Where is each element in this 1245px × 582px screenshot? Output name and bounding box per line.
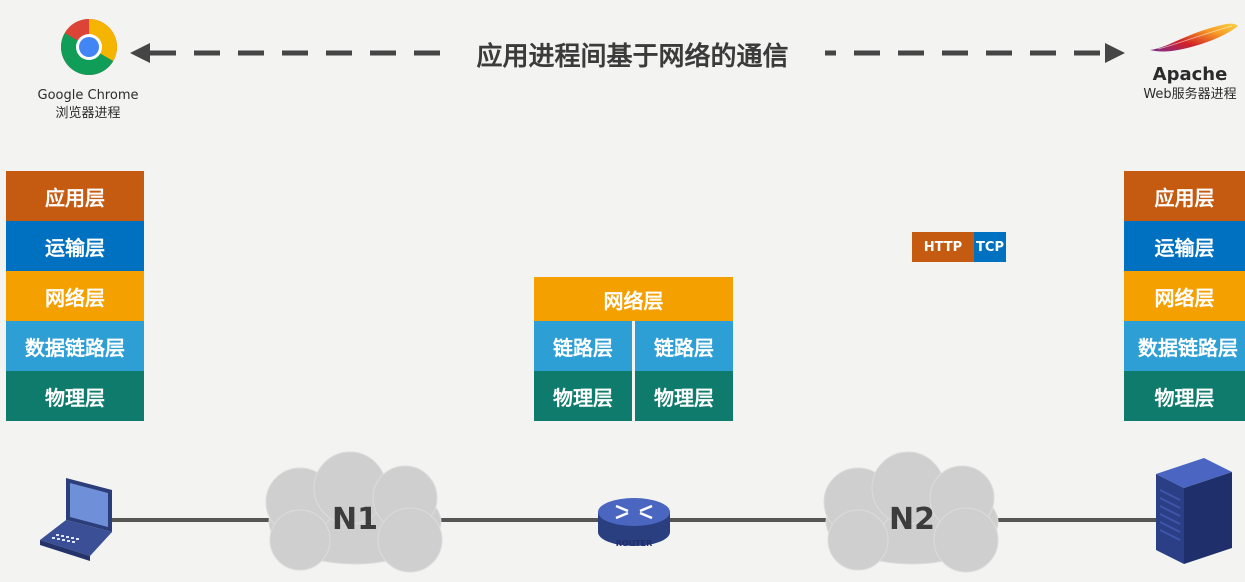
router-network-layer: 网络层 (534, 277, 733, 321)
client-physical-layer: 物理层 (6, 371, 144, 421)
client-protocol-stack: 应用层 运输层 网络层 数据链路层 物理层 (6, 171, 144, 421)
server-app-subtitle: Web服务器进程 (1143, 87, 1237, 102)
server-app-name: Apache (1152, 64, 1228, 85)
cloud-n1-label: N1 (332, 502, 378, 537)
server-network-layer: 网络层 (1124, 271, 1245, 321)
chrome-logo-icon (60, 19, 118, 76)
cloud-n2 (823, 451, 999, 573)
router-icon (598, 498, 670, 546)
cloud-n2-label: N2 (889, 502, 935, 537)
tcp-header-block: TCP (974, 232, 1006, 262)
apache-feather-icon (1150, 23, 1238, 52)
server-process-label: Apache Web服务器进程 (1132, 64, 1245, 104)
cloud-n1 (265, 451, 443, 573)
server-tower-icon (1156, 458, 1232, 564)
router-link-layer-left: 链路层 (534, 321, 632, 371)
server-physical-layer: 物理层 (1124, 371, 1245, 421)
router-physical-layer-right: 物理层 (635, 371, 733, 421)
client-process-label: Google Chrome 浏览器进程 (20, 87, 156, 123)
client-app-subtitle: 浏览器进程 (55, 106, 121, 121)
page-title: 应用进程间基于网络的通信 (440, 34, 825, 74)
server-datalink-layer: 数据链路层 (1124, 321, 1245, 371)
laptop-icon (40, 478, 112, 561)
router-physical-layer-left: 物理层 (534, 371, 632, 421)
client-transport-layer: 运输层 (6, 221, 144, 271)
client-application-layer: 应用层 (6, 171, 144, 221)
server-transport-layer: 运输层 (1124, 221, 1245, 271)
network-topology (40, 451, 1232, 573)
client-datalink-layer: 数据链路层 (6, 321, 144, 371)
client-network-layer: 网络层 (6, 271, 144, 321)
server-protocol-stack: 应用层 运输层 网络层 数据链路层 物理层 (1124, 171, 1245, 421)
router-link-layer-right: 链路层 (635, 321, 733, 371)
client-app-name: Google Chrome (37, 88, 139, 103)
http-header-block: HTTP (912, 232, 974, 262)
router-label: ROUTER (615, 539, 653, 548)
communication-arrow (130, 43, 1125, 63)
server-application-layer: 应用层 (1124, 171, 1245, 221)
router-protocol-stack: 网络层 链路层 链路层 物理层 物理层 (534, 277, 733, 421)
